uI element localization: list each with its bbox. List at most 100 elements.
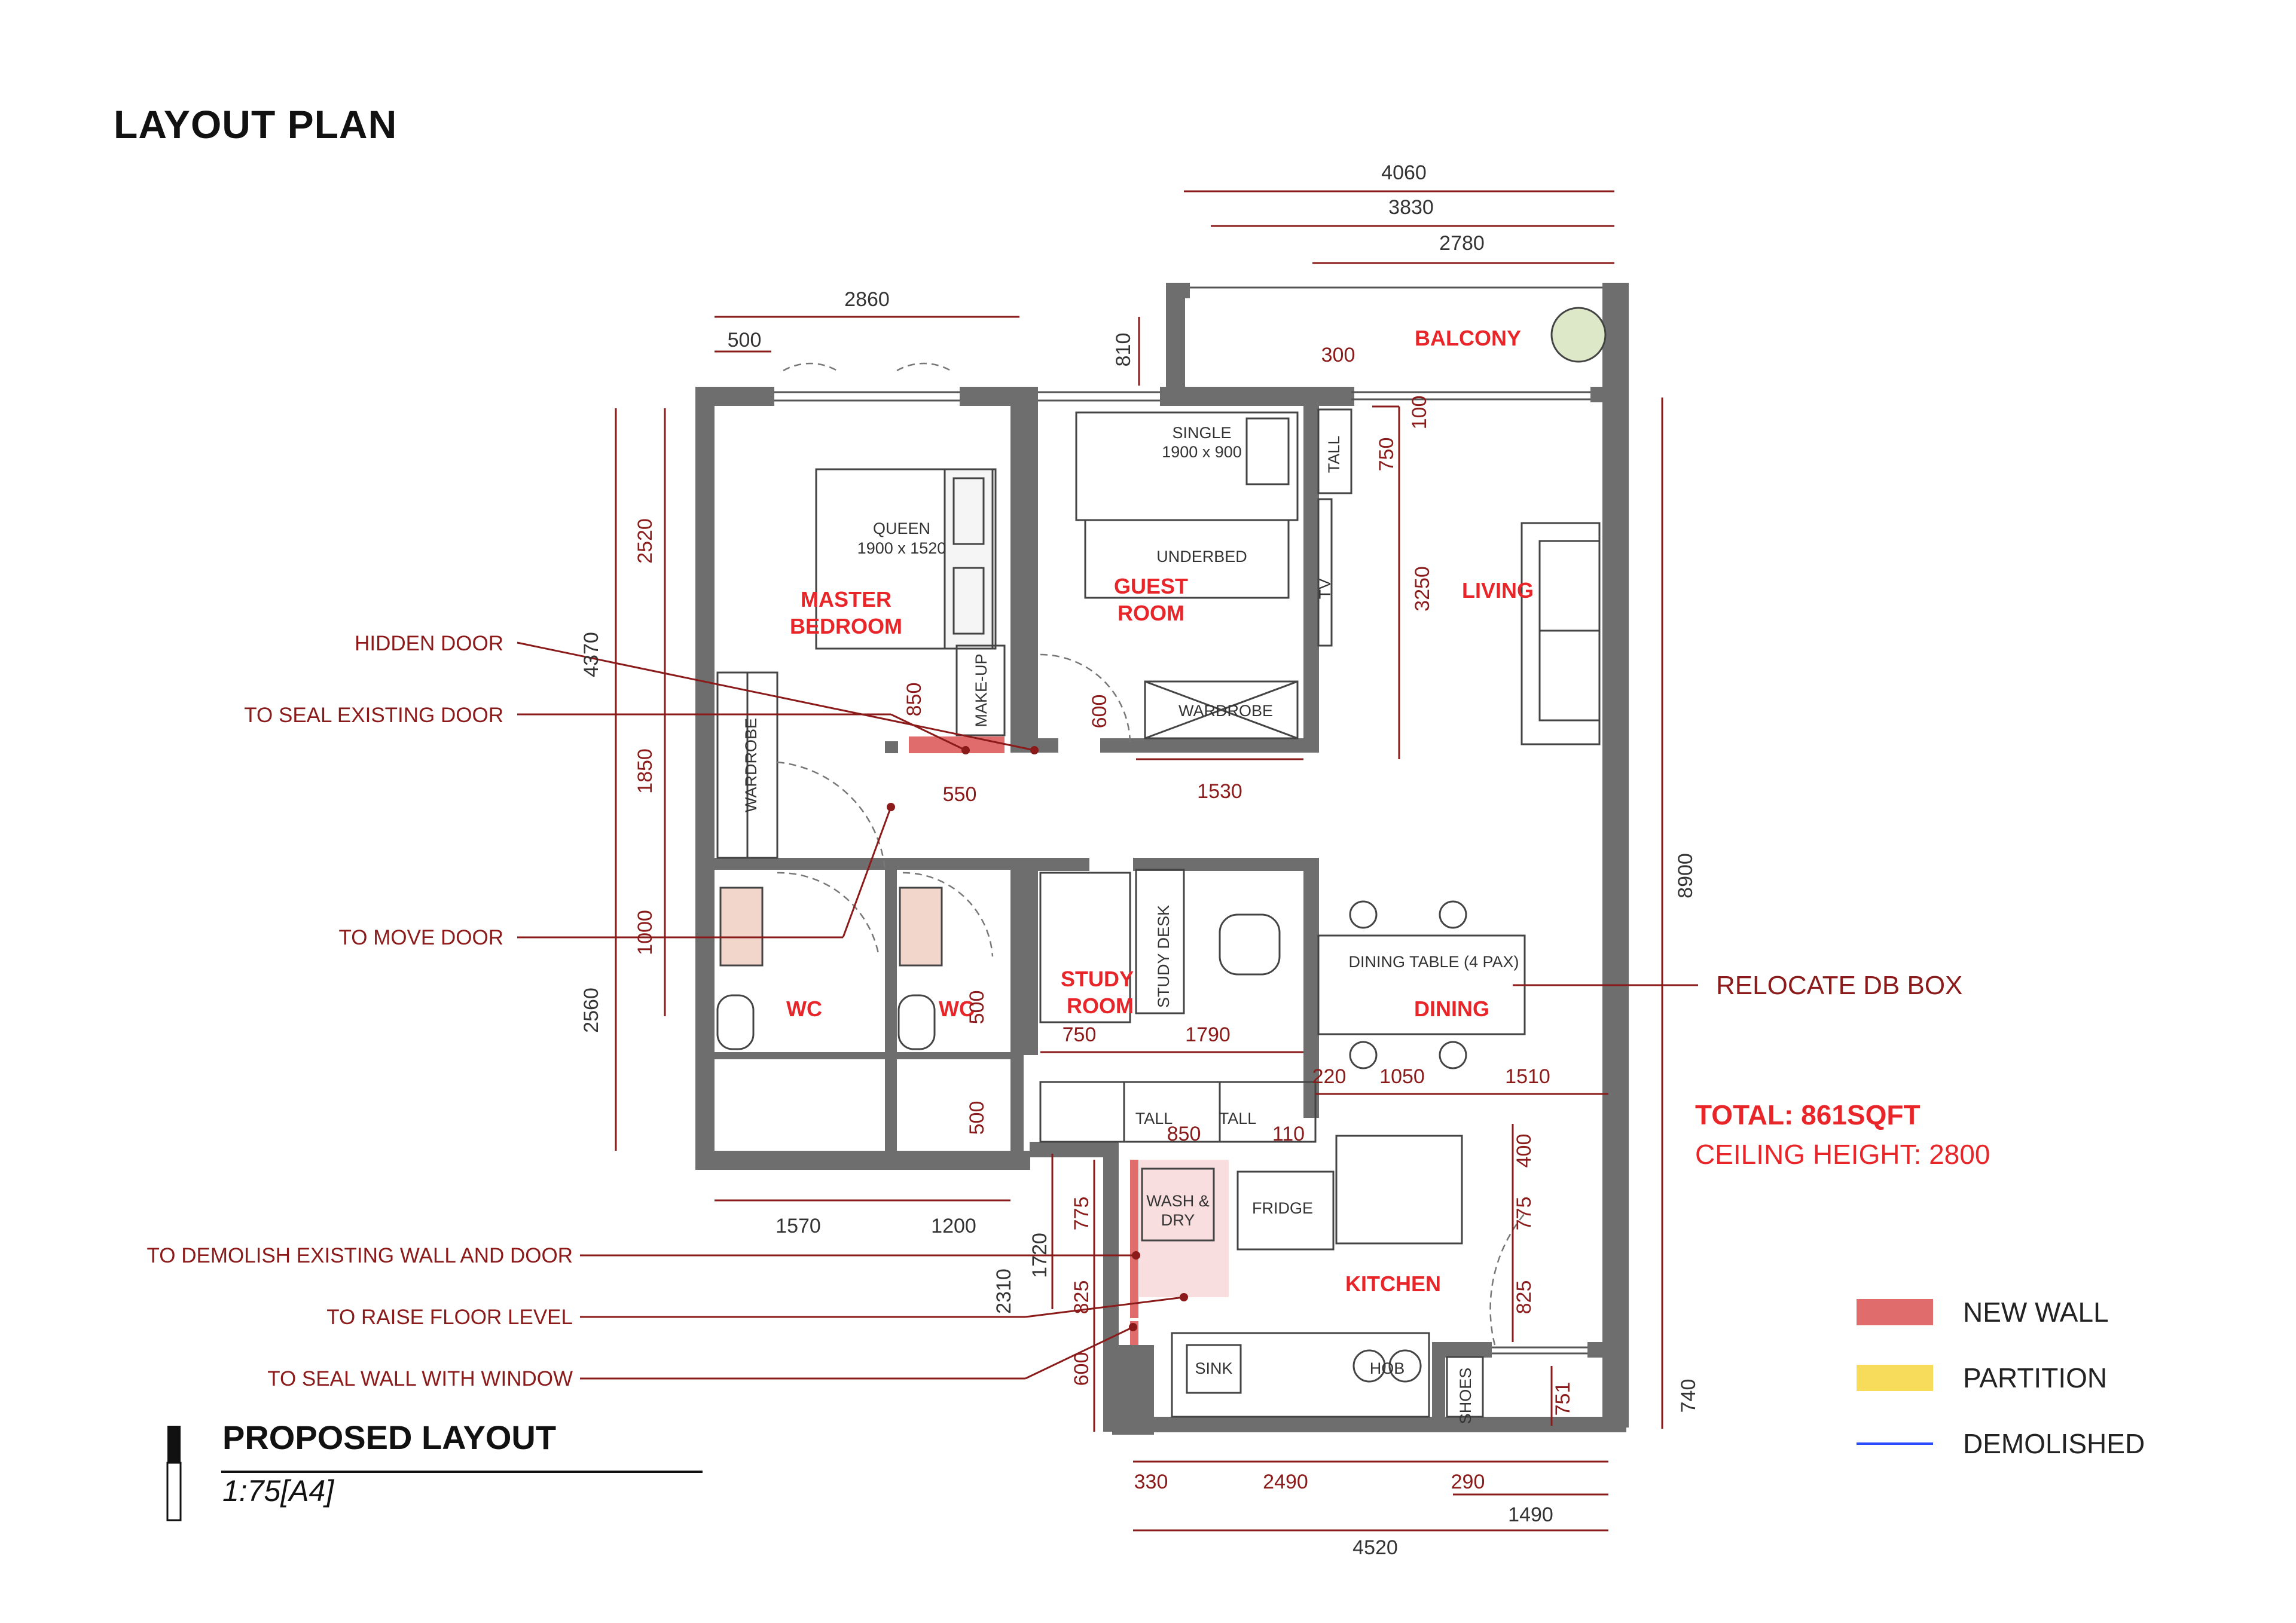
- dimension-lines: [615, 190, 1663, 1532]
- new-walls: [909, 736, 1138, 1345]
- wall: [1303, 387, 1319, 753]
- dim-550: 550: [943, 783, 977, 806]
- walls: [695, 283, 1629, 1435]
- wall: [1166, 283, 1190, 298]
- wall: [1432, 1342, 1445, 1432]
- dim-1050: 1050: [1379, 1065, 1425, 1088]
- wall: [1112, 1417, 1626, 1432]
- windows: [774, 286, 1602, 1355]
- dim-4370: 4370: [580, 632, 603, 677]
- chair: [1439, 900, 1467, 929]
- legend-item: NEW WALL: [1857, 1297, 2109, 1328]
- note-hidden-door: HIDDEN DOOR: [355, 632, 503, 655]
- label-wardrobe-master: WARDROBE: [742, 718, 760, 812]
- dim-2520: 2520: [634, 518, 657, 564]
- pillow: [952, 567, 985, 635]
- dim-750-study: 750: [1062, 1023, 1097, 1046]
- dim-400: 400: [1513, 1134, 1535, 1168]
- dim-330: 330: [1134, 1471, 1168, 1493]
- room-dining: DINING: [1414, 997, 1489, 1021]
- note-move-door: TO MOVE DOOR: [339, 926, 504, 949]
- queen-bed: [815, 468, 997, 650]
- room-wc-right: WC: [939, 997, 975, 1021]
- wall: [1024, 858, 1089, 871]
- dim-4520: 4520: [1352, 1536, 1398, 1559]
- label-fridge: FRIDGE: [1252, 1199, 1313, 1217]
- dim-2780: 2780: [1439, 232, 1485, 255]
- annotation-leaders: [517, 641, 1698, 1380]
- legend-item: PARTITION: [1857, 1362, 2107, 1393]
- dim-220: 220: [1312, 1065, 1347, 1088]
- label-hob: HOB: [1370, 1359, 1405, 1377]
- label-underbed: UNDERBED: [1156, 548, 1247, 566]
- wall: [695, 387, 774, 406]
- room-living: LIVING: [1462, 578, 1534, 603]
- total-area: TOTAL: 861SQFT: [1695, 1099, 1921, 1130]
- wall: [885, 741, 898, 753]
- dim-850-kitchen: 850: [1167, 1123, 1201, 1145]
- wall: [1030, 1142, 1113, 1157]
- dim-2560: 2560: [580, 988, 603, 1033]
- label-wash-dry-1: WASH &: [1146, 1192, 1210, 1210]
- basin: [899, 887, 943, 967]
- chair: [1349, 900, 1378, 929]
- dim-2490: 2490: [1263, 1471, 1308, 1493]
- toilet: [897, 994, 936, 1050]
- study-chair: [1219, 913, 1281, 976]
- dim-3830: 3830: [1388, 196, 1434, 219]
- dim-8900: 8900: [1674, 853, 1697, 898]
- legend-label: DEMOLISHED: [1963, 1428, 2145, 1459]
- note-demolish: TO DEMOLISH EXISTING WALL AND DOOR: [147, 1244, 573, 1267]
- dim-600-wash: 600: [1070, 1352, 1093, 1386]
- wall: [897, 1052, 1010, 1059]
- chair: [1439, 1041, 1467, 1069]
- room-master-1: MASTER: [801, 587, 891, 612]
- plant-icon: [1550, 307, 1607, 363]
- dim-775-kitchen: 775: [1513, 1197, 1535, 1231]
- study-shelf: [1039, 872, 1131, 1023]
- note-seal-door: TO SEAL EXISTING DOOR: [244, 704, 503, 727]
- room-kitchen: KITCHEN: [1345, 1271, 1441, 1296]
- label-tall-1: TALL: [1135, 1109, 1173, 1127]
- wall: [715, 1052, 888, 1059]
- basin: [719, 887, 764, 967]
- label-wash-dry-2: DRY: [1161, 1211, 1195, 1229]
- legend-swatch: [1857, 1299, 1933, 1325]
- legend-swatch: [1857, 1365, 1933, 1391]
- fridge: [1236, 1170, 1335, 1251]
- ceiling-height: CEILING HEIGHT: 2800: [1695, 1139, 1990, 1170]
- new-wall-master-door: [909, 736, 1004, 753]
- sheet-title: PROPOSED LAYOUT: [222, 1419, 557, 1456]
- dim-4060: 4060: [1381, 161, 1427, 184]
- new-wall-kitchen: [1130, 1160, 1138, 1318]
- chair: [1349, 1041, 1378, 1069]
- dim-500-wc-b: 500: [966, 1101, 988, 1135]
- wall: [1100, 738, 1319, 753]
- dim-1200: 1200: [931, 1215, 976, 1237]
- hob-ring: [1388, 1349, 1422, 1383]
- sink: [1186, 1344, 1242, 1394]
- dim-850-master: 850: [903, 683, 926, 717]
- toilet: [716, 994, 755, 1050]
- guest-wardrobe: [1144, 680, 1299, 739]
- wall: [1010, 406, 1025, 753]
- makeup-table: [955, 644, 1006, 736]
- dim-500-wc-a: 500: [966, 991, 988, 1025]
- legend-label: NEW WALL: [1963, 1297, 2109, 1328]
- wall: [1587, 1342, 1623, 1358]
- dim-740: 740: [1677, 1379, 1700, 1413]
- wall: [1025, 387, 1038, 753]
- study-desk: [1135, 869, 1185, 1014]
- dim-3250: 3250: [1411, 566, 1434, 612]
- note-relocate-db: RELOCATE DB BOX: [1716, 971, 1962, 1000]
- label-single-size: 1900 x 900: [1162, 443, 1242, 461]
- counter: [1171, 1332, 1430, 1418]
- note-raise-floor: TO RAISE FLOOR LEVEL: [326, 1306, 573, 1329]
- sheet-marker: [166, 1426, 703, 1521]
- dim-2310: 2310: [993, 1269, 1015, 1314]
- wall: [1602, 283, 1629, 1428]
- dim-290: 290: [1451, 1471, 1485, 1493]
- sheet-scale: 1:75[A4]: [222, 1474, 334, 1508]
- room-wc-left: WC: [786, 997, 822, 1021]
- furniture: [716, 307, 1607, 1418]
